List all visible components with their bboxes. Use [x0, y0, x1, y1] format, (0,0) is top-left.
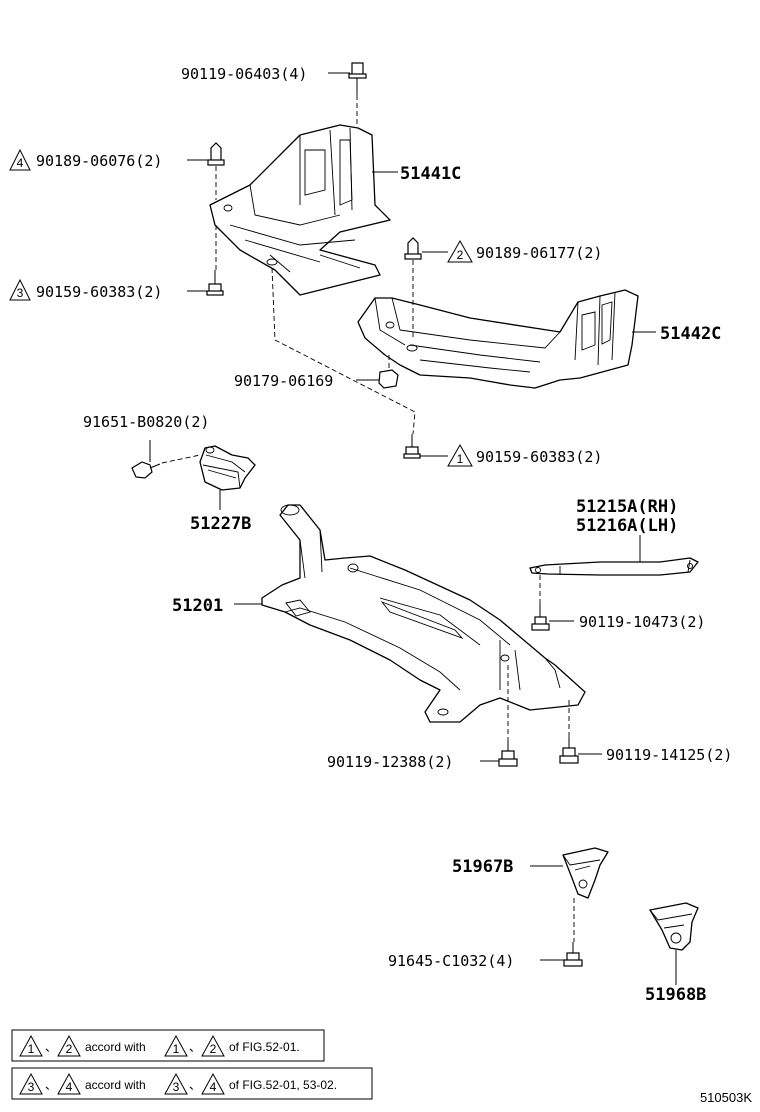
label-crossmember: 51201 [172, 596, 223, 616]
badge-screw-mid: 1 [447, 443, 473, 467]
note2-badge-a: 3 [28, 1080, 35, 1094]
note2-text1: accord with [85, 1078, 146, 1092]
badge-clip-right: 2 [447, 239, 473, 263]
assembly-lines [161, 95, 575, 942]
screw-left-icon [206, 270, 224, 296]
mount-51968b [649, 902, 699, 951]
screw-mid-icon [403, 434, 421, 459]
label-screw-left: 90159-60383(2) [36, 283, 162, 301]
svg-text:、: 、 [189, 1078, 201, 1092]
label-brace-lh: 51216A(LH) [576, 516, 678, 536]
svg-text:、: 、 [45, 1078, 57, 1092]
label-cover-rh: 51441C [400, 164, 461, 184]
note-2: 3 、 4 accord with 3 、 4 of FIG.52-01, 53… [11, 1067, 373, 1100]
note-1: 1 、 2 accord with 1 、 2 of FIG.52-01. [11, 1029, 325, 1062]
label-clip-left: 90189-06076(2) [36, 152, 162, 170]
note2-text2: of FIG.52-01, 53-02. [229, 1078, 337, 1092]
badge-clip-left: 4 [9, 148, 31, 171]
leader-lines [149, 72, 677, 985]
label-cover-lh: 51442C [660, 324, 721, 344]
engine-under-cover-lh [357, 289, 639, 389]
label-bolt-cm-right: 90119-14125(2) [606, 746, 732, 764]
label-bolt-mount: 91645-C1032(4) [388, 952, 514, 970]
figure-code: 510503K [700, 1090, 752, 1105]
label-bracket: 51227B [190, 514, 251, 534]
crossmember-brace [529, 557, 699, 576]
clip-left-icon [207, 142, 225, 166]
note1-badge-c: 1 [173, 1042, 180, 1056]
badge-clip-left-number: 4 [17, 156, 24, 170]
label-screw-mid: 90159-60383(2) [476, 448, 602, 466]
note1-text1: accord with [85, 1040, 146, 1054]
badge-screw-left-number: 3 [17, 286, 24, 300]
label-bolt-cm-left: 90119-12388(2) [327, 753, 453, 771]
note1-badge-a: 1 [28, 1042, 35, 1056]
label-bolt-top: 90119-06403(4) [181, 65, 307, 83]
label-bolt-brace: 90119-10473(2) [579, 613, 705, 631]
note2-badge-b: 4 [66, 1080, 73, 1094]
svg-text:、: 、 [189, 1040, 201, 1054]
note1-badge-d: 2 [210, 1042, 217, 1056]
note1-badge-b: 2 [66, 1042, 73, 1056]
clip-right-icon [404, 237, 422, 260]
label-mount-a: 51967B [452, 857, 513, 877]
bolt-mount-icon [563, 942, 583, 967]
bolt-cm-left-icon [498, 740, 518, 767]
bolt-top-icon [348, 62, 367, 95]
note2-badge-c: 3 [173, 1080, 180, 1094]
badge-clip-right-number: 2 [457, 248, 464, 262]
badge-screw-left: 3 [9, 278, 31, 301]
badge-screw-mid-number: 1 [457, 452, 464, 466]
note1-text2: of FIG.52-01. [229, 1040, 300, 1054]
bolt-brace-icon [531, 604, 550, 631]
label-nut-mid: 90179-06169 [234, 372, 333, 390]
mount-51967b [562, 847, 609, 899]
bolt-cm-right-icon [559, 737, 579, 764]
front-crossmember [261, 504, 586, 723]
label-clip-right: 90189-06177(2) [476, 244, 602, 262]
label-brace-rh: 51215A(RH) [576, 497, 678, 517]
label-mount-b: 51968B [645, 985, 706, 1005]
engine-under-cover-rh [209, 124, 391, 296]
bracket-51227b [199, 445, 256, 491]
svg-text:、: 、 [45, 1040, 57, 1054]
note2-badge-d: 4 [210, 1080, 217, 1094]
label-bolt-bracket: 91651-B0820(2) [83, 413, 209, 431]
nut-mid-icon [378, 369, 399, 389]
bolt-bracket-icon [131, 461, 161, 479]
